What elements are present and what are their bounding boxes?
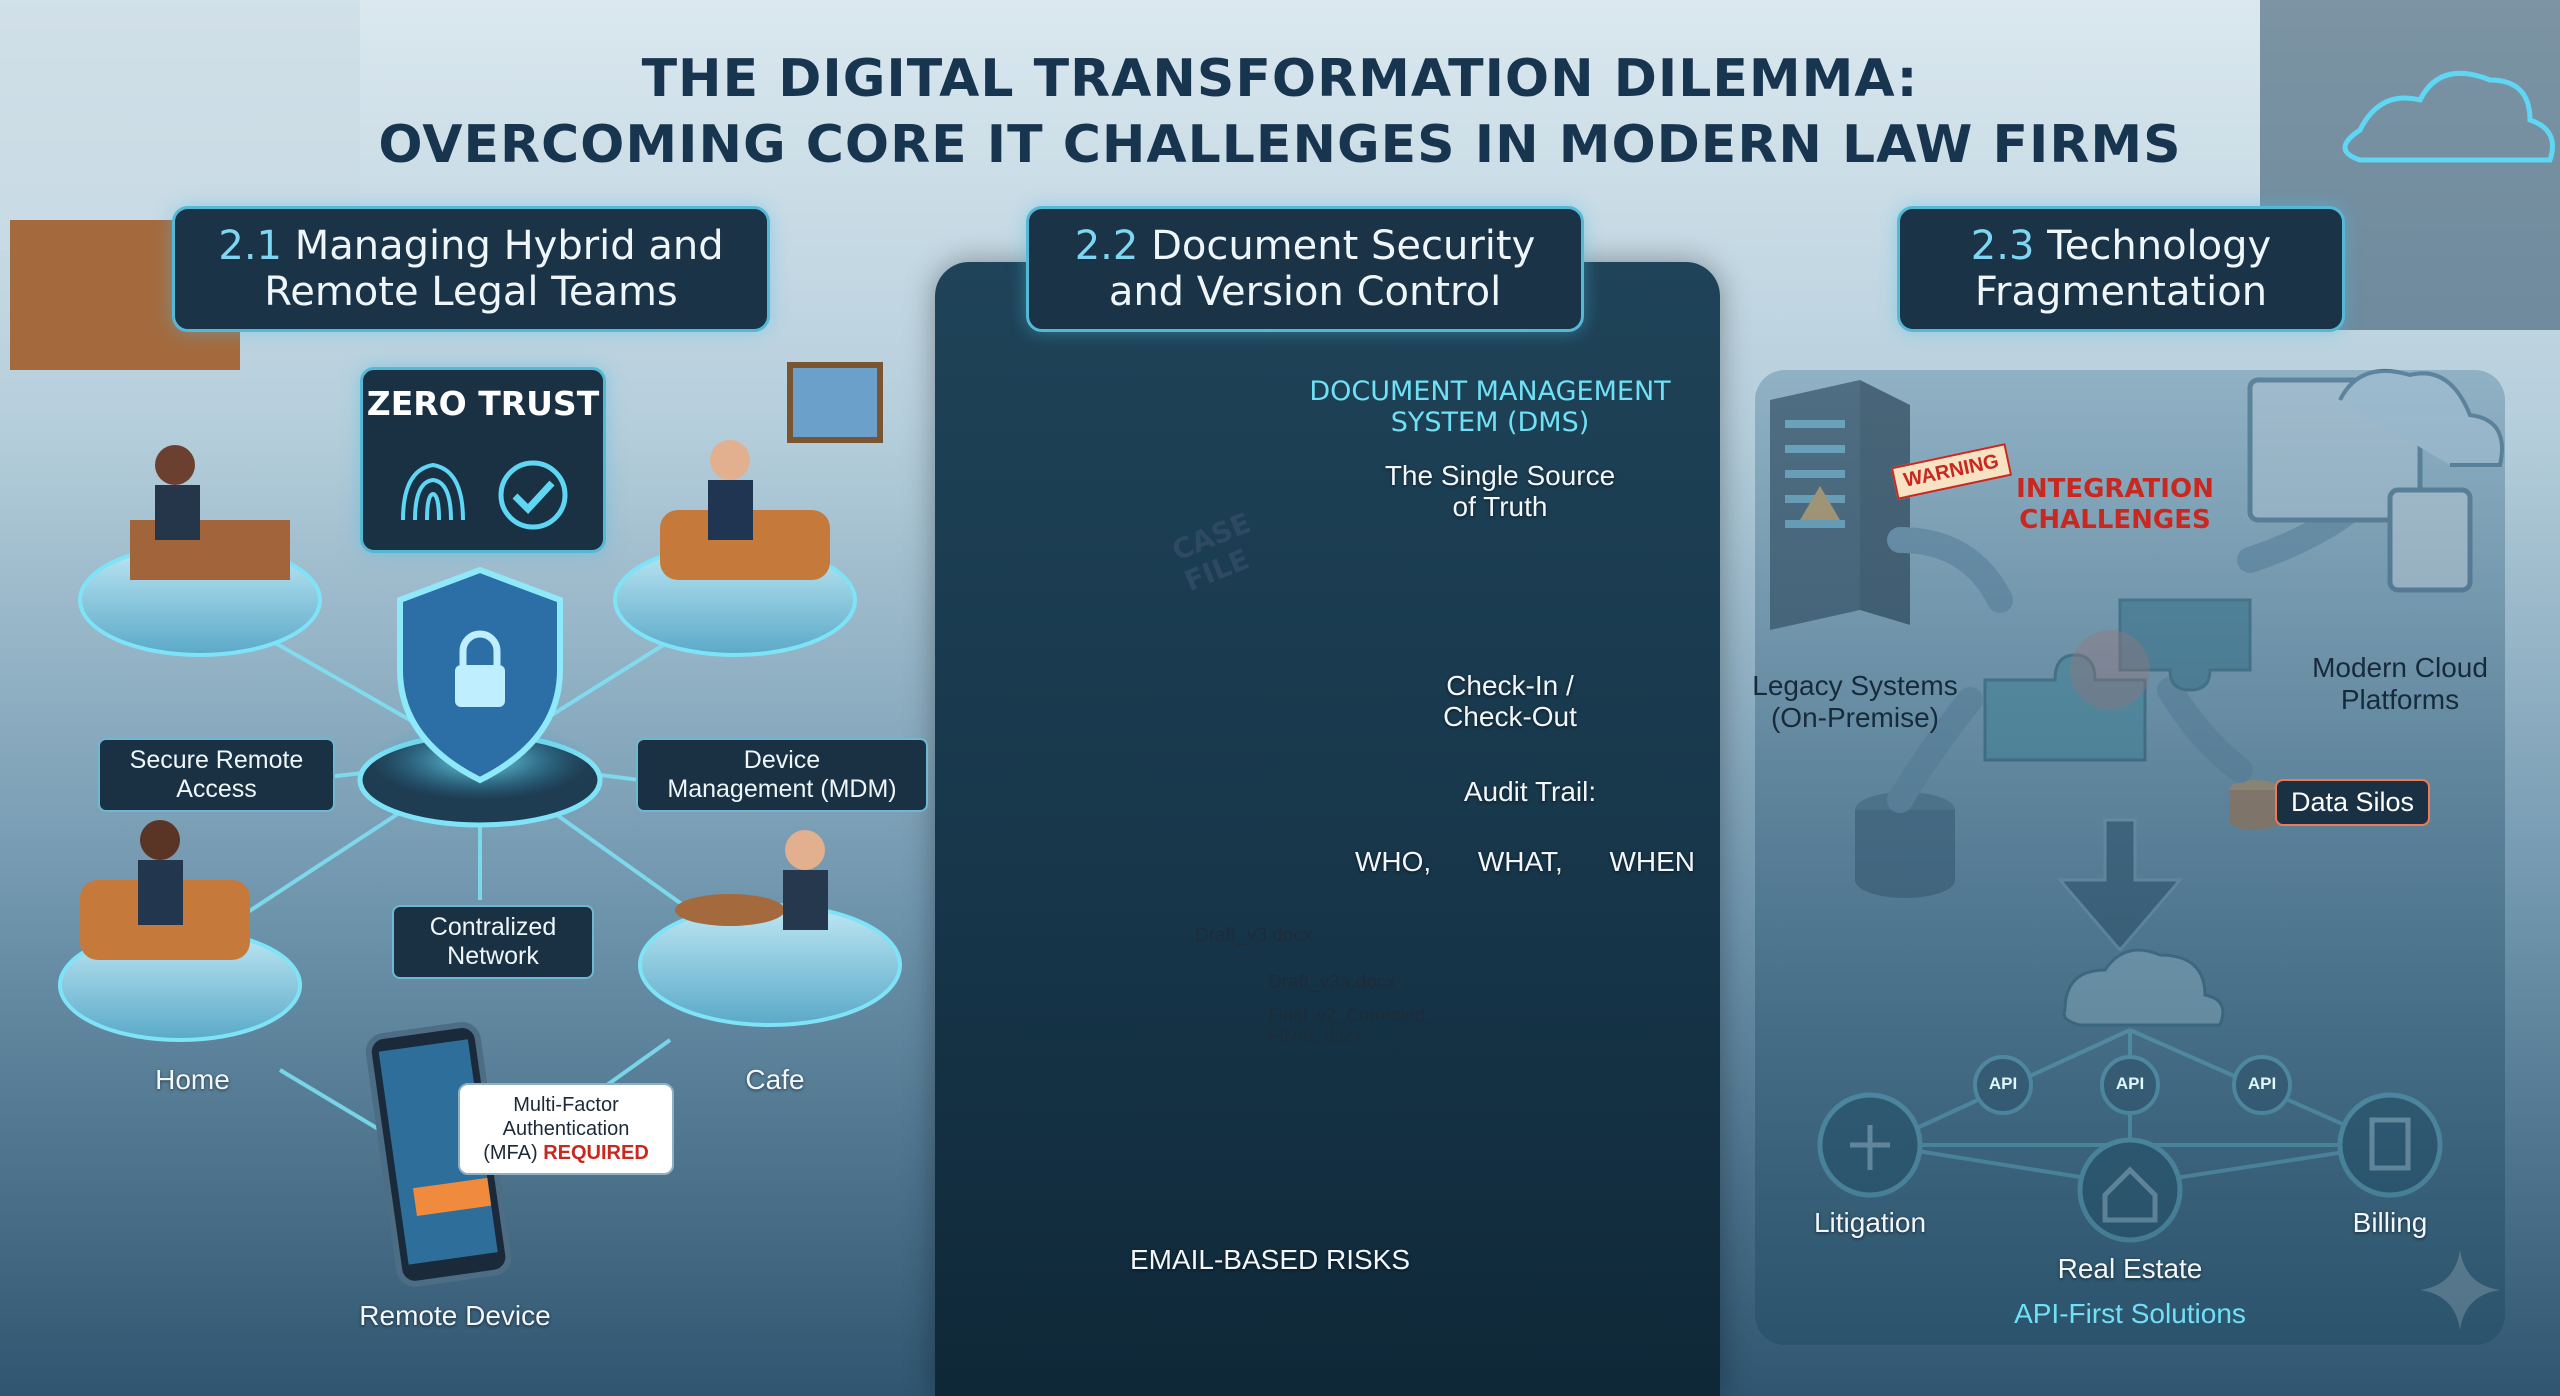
title-line-2: OVERCOMING CORE IT CHALLENGES IN MODERN … <box>378 115 2182 175</box>
api-label-3: API <box>2247 1074 2277 1093</box>
check-circle-icon <box>498 460 568 530</box>
page-title: THE DIGITAL TRANSFORMATION DILEMMA: OVER… <box>0 46 2560 178</box>
audit-items: WHO, WHAT, WHEN <box>1355 846 1695 878</box>
title-line-1: THE DIGITAL TRANSFORMATION DILEMMA: <box>641 49 1919 109</box>
secure-remote-access-label: Secure Remote Access <box>98 738 335 812</box>
zero-trust-label: ZERO TRUST <box>366 384 600 423</box>
worker-office <box>130 445 290 580</box>
api-label-1: API <box>1988 1074 2018 1093</box>
check-in-out-label: Check-In / Check-Out <box>1443 670 1577 732</box>
draft-v3-filename: Draft_v3.docx <box>1195 925 1313 946</box>
legacy-systems-label: Legacy Systems (On-Premise) <box>1752 670 1958 733</box>
litigation-label: Litigation <box>1813 1207 1927 1238</box>
audit-trail-label: Audit Trail: <box>1463 776 1597 807</box>
api-label-2: API <box>2115 1074 2145 1093</box>
cafe-label: Cafe <box>745 1064 805 1095</box>
billing-label: Billing <box>2352 1207 2428 1238</box>
section-header-tech: 2.3 Technology Fragmentation <box>1897 206 2345 332</box>
mfa-callout: Multi-Factor Authentication (MFA) REQUIR… <box>458 1083 674 1175</box>
zero-trust-card: ZERO TRUST <box>360 367 606 553</box>
audit-what: WHAT, <box>1477 846 1563 877</box>
single-source-of-truth: The Single Source of Truth <box>1384 460 1616 522</box>
section-header-hybrid: 2.1 Managing Hybrid and Remote Legal Tea… <box>172 206 770 332</box>
lock-icon <box>455 665 505 707</box>
integration-challenges-label: INTEGRATION CHALLENGES <box>2016 474 2214 535</box>
centralized-network-label: Contralized Network <box>392 905 594 979</box>
check-icon <box>512 480 555 515</box>
draft-v3a-filename: Draft_v3a.docx <box>1268 972 1396 993</box>
worker-home <box>80 820 250 960</box>
audit-who: WHO, <box>1355 846 1432 877</box>
zero-trust-icons <box>401 460 568 530</box>
section-header-document: 2.2 Document Security and Version Contro… <box>1026 206 1584 332</box>
worker-lounge <box>660 362 883 580</box>
remote-device-label: Remote Device <box>359 1300 551 1331</box>
data-silos-badge: Data Silos <box>2275 779 2431 826</box>
cloud-icon-top <box>2342 70 2555 163</box>
api-first-solutions-label: API-First Solutions <box>2014 1298 2246 1329</box>
tech-panel <box>1755 370 2505 1345</box>
worker-cafe <box>675 830 828 930</box>
cafe-platform <box>638 903 902 1027</box>
final-filename: Final_v2_Corrected_ FINAL.docx <box>1268 1005 1436 1046</box>
device-management-label: Device Management (MDM) <box>636 738 928 812</box>
fingerprint-icon <box>401 462 465 521</box>
email-risks-label: EMAIL-BASED RISKS <box>1129 1244 1411 1275</box>
real-estate-label: Real Estate <box>2057 1253 2203 1284</box>
modern-cloud-label: Modern Cloud Platforms <box>2312 652 2488 715</box>
dms-label: DOCUMENT MANAGEMENT SYSTEM (DMS) <box>1309 376 1671 438</box>
document-panel <box>935 262 1720 1396</box>
home-label: Home <box>155 1064 230 1095</box>
audit-when: WHEN <box>1609 846 1695 877</box>
